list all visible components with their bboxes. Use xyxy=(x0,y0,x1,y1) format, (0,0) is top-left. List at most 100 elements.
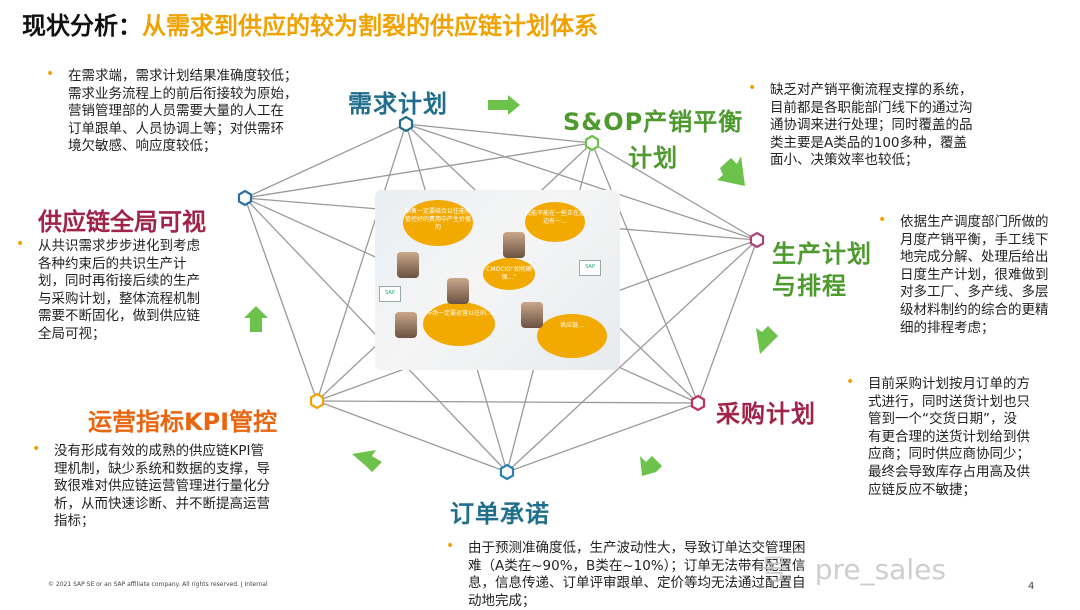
desc-line: 式进行，同时送货计划也只 xyxy=(868,393,1030,410)
desc-line: 对多工厂、多产线、多层 xyxy=(900,284,1049,301)
desc-line: 需求业务流程上的前后衔接较为原始， xyxy=(68,85,298,102)
bullet-icon: • xyxy=(878,212,887,228)
desc-line: 依据生产调度部门所做的 xyxy=(900,214,1049,230)
speech-bubble: 供应链... xyxy=(537,314,607,358)
desc-line: 息，信息传递、订单评审跟单、定价等均无法通过配置自 xyxy=(468,575,806,592)
desc-line: 从共识需求步步进化到考虑 xyxy=(38,238,200,254)
title-main: 从需求到供应的较为割裂的供应链计划体系 xyxy=(142,12,598,40)
label-sop-plan: S&OP产销平衡 计划 xyxy=(563,104,743,176)
bullet-icon: • xyxy=(446,538,455,554)
footer-copyright: © 2021 SAP SE or an SAP affiliate compan… xyxy=(48,581,268,588)
label-text: 需求计划 xyxy=(348,90,448,118)
speech-bubble: 销售一定要结合以往能够管控好的费用中产生价值的 xyxy=(403,200,473,246)
desc-line: 订单跟单、人员协调上等；对供需环 xyxy=(68,120,284,137)
speech-bubble: CMOCIO“如何确保...” xyxy=(483,258,535,290)
node-sop xyxy=(584,134,600,152)
desc-line: 与采购计划，整体流程机制 xyxy=(38,290,200,307)
desc-line: 营销管理部的人员需要大量的人工在 xyxy=(68,103,284,120)
bullet-icon: • xyxy=(846,374,855,390)
desc-line: 致很难对供应链运营管理进行量化分 xyxy=(54,478,270,495)
desc-line: 由于预测准确度低，生产波动性大，导致订单达交管理困 xyxy=(468,540,806,556)
desc-line: 境欠敏感、响应度较低； xyxy=(68,138,217,155)
bullet-icon: • xyxy=(16,236,25,252)
desc-line: 析，从而快速诊断、并不断提高运营 xyxy=(54,495,270,512)
desc-production: • 依据生产调度部门所做的 月度产销平衡，手工线下 地完成分解、处理后给出 日度… xyxy=(878,212,1076,337)
desc-line: 动地完成； xyxy=(468,592,536,609)
flow-arrows xyxy=(244,95,778,476)
arrow-up-left-icon xyxy=(352,450,382,472)
label-text: 运营指标KPI管控 xyxy=(88,408,278,436)
app-window-icon: SAP xyxy=(379,286,401,302)
desc-line: 月度产销平衡，手工线下 xyxy=(900,231,1049,248)
label-global-visibility: 供应链全局可视 xyxy=(38,202,206,237)
desc-line: 有更合理的送货计划给到供 xyxy=(868,428,1030,445)
label-order-promise: 订单承诺 xyxy=(450,494,550,529)
desc-line: 没有形成有效的成熟的供应链KPI管 xyxy=(54,443,264,459)
desc-line: 在需求端，需求计划结果准确度较低； xyxy=(68,68,298,84)
speech-bubble: 我能不能在一些正在这边有一... xyxy=(525,202,585,242)
person-avatar xyxy=(447,278,469,304)
desc-line: 全局可视； xyxy=(38,325,106,342)
app-window-icon: SAP xyxy=(579,260,601,276)
person-avatar xyxy=(503,232,525,258)
label-text: 与排程 xyxy=(772,272,847,300)
bullet-icon: • xyxy=(32,441,41,457)
bullet-icon: • xyxy=(46,66,55,82)
arrow-down-left-icon xyxy=(756,326,778,354)
arrow-up-icon xyxy=(244,306,268,332)
desc-line: 理机制，缺少系统和数据的支撑，导 xyxy=(54,460,270,477)
network-lines xyxy=(244,123,758,473)
desc-line: 最终会导致库存占用高及供 xyxy=(868,463,1030,480)
collaboration-image: 销售一定要结合以往能够管控好的费用中产生价值的 我能不能在一些正在这边有一...… xyxy=(375,190,620,370)
page-number: 4 xyxy=(1028,581,1035,592)
desc-line: 指标； xyxy=(54,513,95,530)
label-text: 采购计划 xyxy=(716,400,816,428)
label-procurement-plan: 采购计划 xyxy=(716,394,816,429)
desc-visibility: • 从共识需求步步进化到考虑 各种约束后的共识生产计 划，同时再衔接后续的生产 … xyxy=(16,236,238,344)
desc-line: 各种约束后的共识生产计 xyxy=(38,255,187,272)
desc-line: 类主要是A类品的100多种，覆盖 xyxy=(770,134,968,151)
desc-line: 日度生产计划，很难做到 xyxy=(900,266,1049,283)
page-title: 现状分析：从需求到供应的较为割裂的供应链计划体系 xyxy=(22,6,598,41)
label-text: 供应链全局可视 xyxy=(38,208,206,236)
desc-line: 面小、决策效率也较低； xyxy=(770,152,919,169)
person-avatar xyxy=(521,302,543,328)
arrow-down-left-icon-2 xyxy=(640,456,662,476)
desc-line: 划，同时再衔接后续的生产 xyxy=(38,273,200,290)
label-text: 生产计划 xyxy=(772,240,872,268)
desc-order: • 由于预测准确度低，生产波动性大，导致订单达交管理困 难（A类在~90%，B类… xyxy=(446,538,868,610)
node-production xyxy=(749,231,765,249)
desc-line: 细的排程考虑； xyxy=(900,319,995,336)
label-text: 计划 xyxy=(628,144,679,172)
desc-line: 管到一个“交货日期”，没 xyxy=(868,411,1017,428)
label-demand-plan: 需求计划 xyxy=(348,84,448,119)
desc-line: 应商；同时供应商协同少； xyxy=(868,446,1030,463)
node-kpi xyxy=(309,392,325,410)
person-avatar xyxy=(397,252,419,278)
title-prefix: 现状分析： xyxy=(22,12,142,40)
arrow-down-right-icon xyxy=(717,156,745,186)
node-demand xyxy=(398,115,414,133)
node-order xyxy=(499,463,515,481)
label-text: 订单承诺 xyxy=(450,500,550,528)
label-text: S&OP产销平衡 xyxy=(563,108,744,136)
desc-line: 通协调来进行处理；同时覆盖的品 xyxy=(770,117,973,134)
bullet-icon: • xyxy=(748,80,757,96)
speech-bubble: 市场一定要运营以往的... xyxy=(423,302,495,346)
desc-line: 难（A类在~90%，B类在~10%）；订单无法带有配置信 xyxy=(468,557,806,574)
watermark: 号 · pre_sales xyxy=(760,553,946,586)
node-visibility xyxy=(237,189,253,207)
desc-kpi: • 没有形成有效的成熟的供应链KPI管 理机制，缺少系统和数据的支撑，导 致很难… xyxy=(32,441,324,531)
desc-line: 应链反应不敏捷； xyxy=(868,481,976,498)
label-production-plan: 生产计划 与排程 xyxy=(772,238,872,302)
person-avatar xyxy=(395,312,417,338)
desc-line: 需要不断固化，做到供应链 xyxy=(38,308,200,325)
desc-line: 目前采购计划按月订单的方 xyxy=(868,376,1030,392)
desc-line: 级材料制约的综合的更精 xyxy=(900,301,1049,318)
desc-demand: • 在需求端，需求计划结果准确度较低； 需求业务流程上的前后衔接较为原始， 营销… xyxy=(46,66,338,156)
desc-line: 目前都是各职能部门线下的通过沟 xyxy=(770,99,973,116)
desc-line: 地完成分解、处理后给出 xyxy=(900,249,1049,266)
node-procurement xyxy=(690,394,706,412)
label-kpi-control: 运营指标KPI管控 xyxy=(88,402,277,437)
